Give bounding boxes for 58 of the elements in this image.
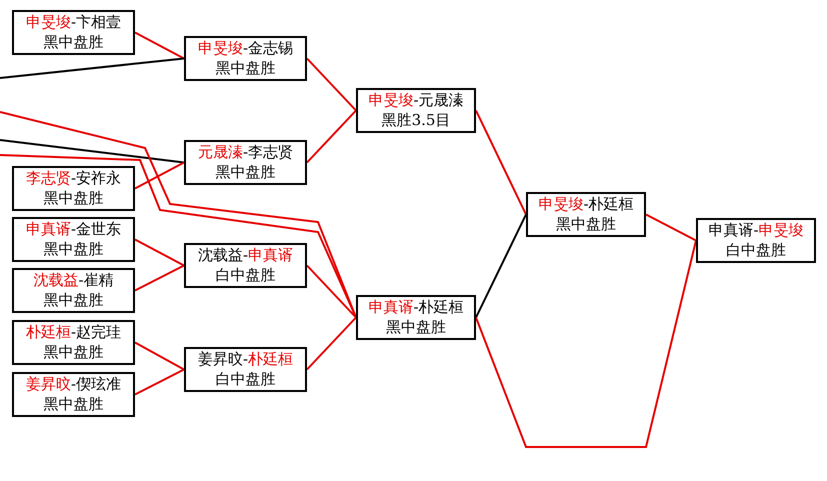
result-text: 黑中盘胜: [44, 33, 104, 52]
result-text: 黑中盘胜: [44, 291, 104, 310]
players-text: 姜昇旼-偰玹准: [26, 375, 122, 394]
players-text: 李志贤-安祚永: [26, 169, 122, 188]
result-text: 白中盘胜: [216, 266, 276, 285]
match-box: [12, 10, 135, 55]
match-box: [526, 192, 646, 237]
result-text: 黑中盘胜: [386, 318, 446, 337]
match-box: [12, 166, 135, 211]
result-text: 黑中盘胜: [44, 343, 104, 362]
match-box: [696, 218, 816, 263]
bracket-line: [306, 58, 357, 112]
bracket-line: [475, 240, 697, 448]
match-box: [12, 268, 135, 313]
result-text: 黑中盘胜: [44, 189, 104, 208]
players-text: 申真谞-朴廷桓: [368, 298, 464, 317]
bracket-line: [134, 342, 184, 370]
players-text: 沈载益-申真谞: [198, 246, 294, 265]
players-text: 申真谞-申旻埈: [708, 221, 804, 240]
result-text: 黑中盘胜: [556, 215, 616, 234]
result-text: 黑中盘胜: [44, 395, 104, 414]
match-box: [12, 372, 135, 417]
players-text: 姜昇旼-朴廷桓: [198, 350, 294, 369]
players-text: 元晟溱-李志贤: [198, 143, 294, 162]
players-text: 申真谞-金世东: [26, 220, 122, 239]
players-text: 沈载益-崔精: [33, 271, 114, 290]
bracket-line: [134, 162, 184, 190]
bracket-line: [475, 214, 527, 318]
bracket-line: [646, 214, 696, 242]
players-text: 申旻埈-金志锡: [198, 39, 294, 58]
bracket-line: [306, 110, 357, 164]
result-text: 白中盘胜: [216, 370, 276, 389]
result-text: 黑胜3.5目: [382, 111, 450, 130]
players-text: 申旻埈-卞相壹: [26, 13, 122, 32]
match-box: [184, 347, 307, 392]
match-box: [12, 320, 135, 365]
match-box: [184, 36, 307, 81]
bracket-line: [134, 368, 184, 396]
match-box: [184, 243, 307, 288]
players-text: 朴廷桓-赵完珪: [26, 323, 122, 342]
bracket-line: [134, 32, 184, 60]
result-text: 黑中盘胜: [44, 240, 104, 259]
bracket-line: [0, 58, 184, 79]
bracket-line: [134, 238, 184, 266]
match-box: [356, 88, 476, 133]
bracket-line: [306, 264, 357, 318]
match-box: [356, 295, 476, 340]
players-text: 申旻埈-元晟溱: [368, 91, 464, 110]
result-text: 黑中盘胜: [216, 163, 276, 182]
players-text: 申旻埈-朴廷桓: [538, 195, 634, 214]
bracket-line: [134, 264, 184, 292]
bracket-line: [306, 316, 357, 370]
result-text: 白中盘胜: [726, 241, 786, 260]
match-box: [12, 217, 135, 262]
bracket-line: [0, 139, 184, 164]
bracket-line: [475, 110, 527, 215]
result-text: 黑中盘胜: [216, 59, 276, 78]
match-box: [184, 140, 307, 185]
